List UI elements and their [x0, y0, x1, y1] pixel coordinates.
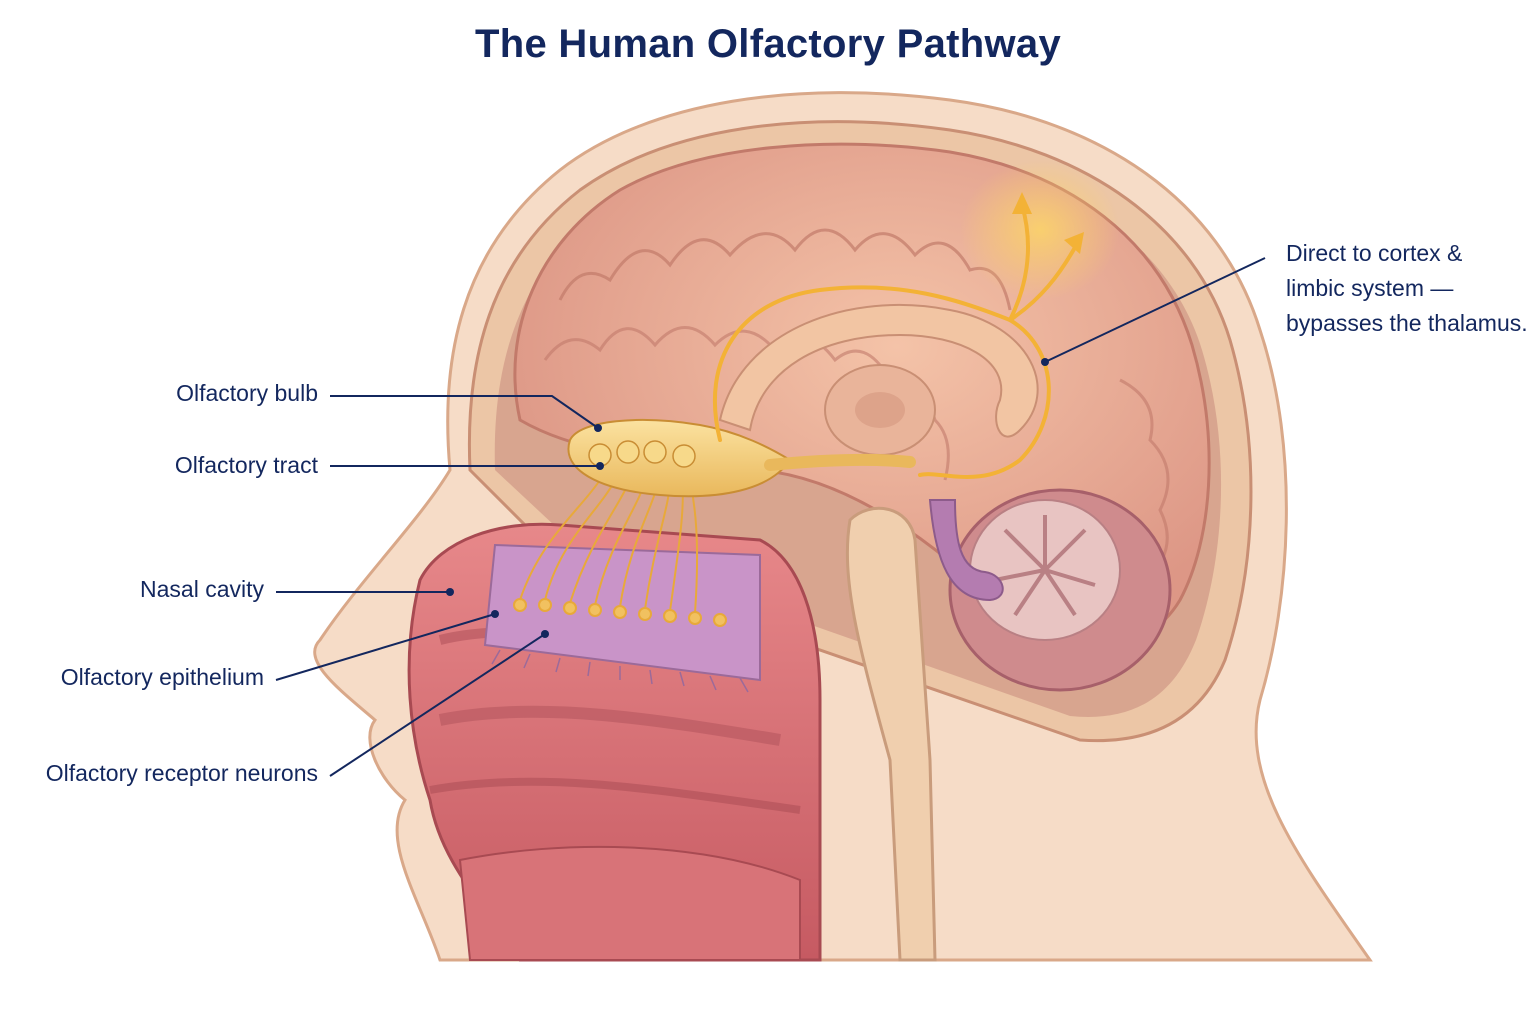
- cortex-glow: [960, 160, 1120, 300]
- label-direct-to-cortex: Direct to cortex & limbic system — bypas…: [1286, 236, 1528, 341]
- label-olfactory-receptor-neurons: Olfactory receptor neurons: [45, 760, 318, 786]
- cerebellum: [948, 488, 1172, 692]
- label-olfactory-tract: Olfactory tract: [174, 452, 318, 478]
- label-direct-line-3: bypasses the thalamus.: [1286, 310, 1528, 336]
- diagram-title: The Human Olfactory Pathway: [474, 22, 1061, 66]
- pathway-arrowheads: [1012, 192, 1084, 254]
- label-olfactory-bulb: Olfactory bulb: [176, 380, 318, 406]
- brainstem: [845, 499, 1004, 962]
- label-direct-line-2: limbic system —: [1286, 275, 1454, 301]
- label-nasal-cavity: Nasal cavity: [140, 576, 264, 602]
- label-direct-line-1: Direct to cortex &: [1286, 240, 1463, 266]
- label-olfactory-epithelium: Olfactory epithelium: [60, 664, 264, 690]
- olfactory-pathway-projection: [712, 203, 1080, 479]
- olfactory-bulb-illustration: [567, 419, 916, 498]
- olfactory-epithelium-illustration: [483, 479, 761, 693]
- label-leaders: [275, 257, 1266, 777]
